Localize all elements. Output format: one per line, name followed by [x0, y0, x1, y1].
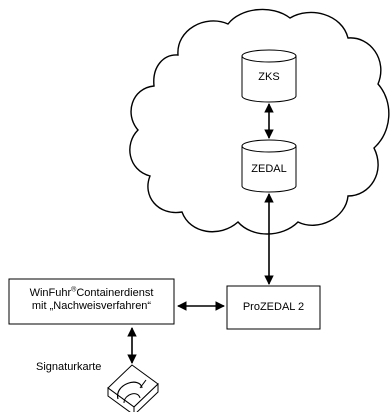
- winfuhr-title: WinFuhr®Containerdienst: [9, 286, 174, 300]
- winfuhr-suffix: Containerdienst: [76, 287, 154, 299]
- winfuhr-box: [8, 278, 175, 325]
- zks-database-icon: [241, 49, 297, 103]
- cloud-shape: [129, 8, 390, 235]
- registered-mark: ®: [71, 286, 77, 294]
- card-reader-icon: [107, 364, 159, 412]
- prozedal-box: [226, 285, 321, 330]
- prozedal-label: ProZEDAL 2: [242, 301, 305, 313]
- winfuhr-name: WinFuhr: [29, 287, 72, 299]
- zks-label: ZKS: [258, 71, 280, 83]
- winfuhr-subtitle: mit „Nachweisverfahren“: [31, 300, 152, 312]
- zedal-database-icon: [241, 139, 297, 193]
- signaturkarte-label: Signaturkarte: [36, 361, 102, 373]
- zedal-label: ZEDAL: [251, 163, 287, 175]
